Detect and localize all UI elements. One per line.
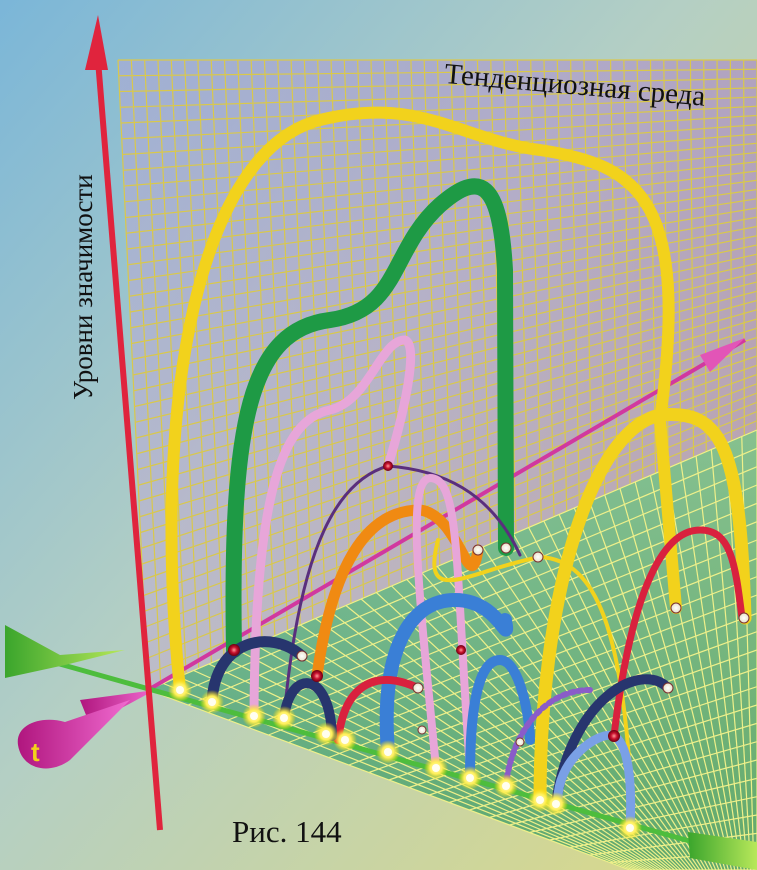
arc-yellow-right — [533, 408, 752, 807]
glow-node-core — [250, 712, 258, 720]
glow-node-core — [208, 698, 216, 706]
time-axis-glow-nodes — [168, 678, 642, 840]
glow-node-core — [176, 686, 184, 694]
glow-node-core — [626, 824, 634, 832]
back-grid-plane — [117, 59, 757, 691]
arc-red-small — [334, 676, 422, 744]
time-axis-tail — [5, 625, 125, 678]
glow-node-core — [432, 764, 440, 772]
vertical-axis-arrowhead — [85, 15, 108, 70]
glow-node-core — [502, 782, 510, 790]
glow-node-core — [322, 730, 330, 738]
glow-node-core — [536, 796, 544, 804]
arc-purple-dashed — [503, 687, 593, 789]
arc-yellow-large — [165, 106, 682, 696]
vertical-axis — [85, 15, 163, 831]
trend-arcs — [165, 106, 752, 833]
vertical-axis-label: Уровни значимости — [68, 174, 98, 400]
arc-navy-left — [206, 636, 308, 708]
time-axis-label: t — [31, 737, 40, 767]
glow-node-core — [341, 736, 349, 744]
arc-blue-small — [465, 654, 535, 783]
arc-pink-mid — [412, 473, 474, 774]
white-end-nodes — [296, 542, 750, 747]
glow-node-core — [552, 800, 560, 808]
arc-pink-tall — [249, 335, 416, 721]
glow-node-core — [280, 714, 288, 722]
arc-navy-mid — [279, 678, 337, 741]
t-cone — [17, 700, 130, 769]
arc-red-right — [610, 526, 746, 740]
figure-caption: Рис. 144 — [232, 814, 342, 849]
arc-navy-thin — [282, 464, 522, 720]
glow-node-core — [466, 774, 474, 782]
red-junction-nodes — [228, 461, 620, 742]
time-axis-arrowhead — [688, 832, 757, 870]
arc-green — [225, 178, 514, 658]
glow-node-core — [384, 748, 392, 756]
